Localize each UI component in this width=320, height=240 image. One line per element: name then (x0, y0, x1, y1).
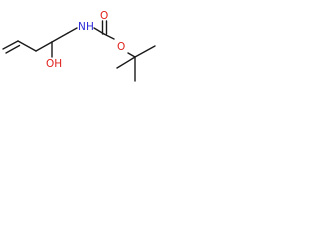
label-hydroxyl: OH (46, 58, 62, 70)
bond-vinyl-double-outer (2, 40, 19, 50)
bond-ch2-n (67, 27, 78, 34)
bond-vinyl-double-inner (5, 44, 21, 54)
bond-tbutyl-methyl-right (134, 45, 156, 58)
bond-choh-ch2 (51, 32, 69, 43)
bond-allyl-ch2 (17, 40, 37, 52)
label-nh-h: H (86, 21, 94, 33)
bond-carbonyl-ester-o (103, 33, 115, 40)
bond-tbutyl-methyl-left (116, 56, 136, 69)
label-ester-o: O (117, 41, 125, 53)
label-nh-n: N (78, 21, 86, 33)
bond-ester-o-tbutyl (127, 52, 136, 58)
chemical-structure: N H O O OH (2, 10, 156, 82)
label-carbonyl-o: O (100, 10, 108, 22)
bond-ch2-choh (35, 41, 53, 52)
